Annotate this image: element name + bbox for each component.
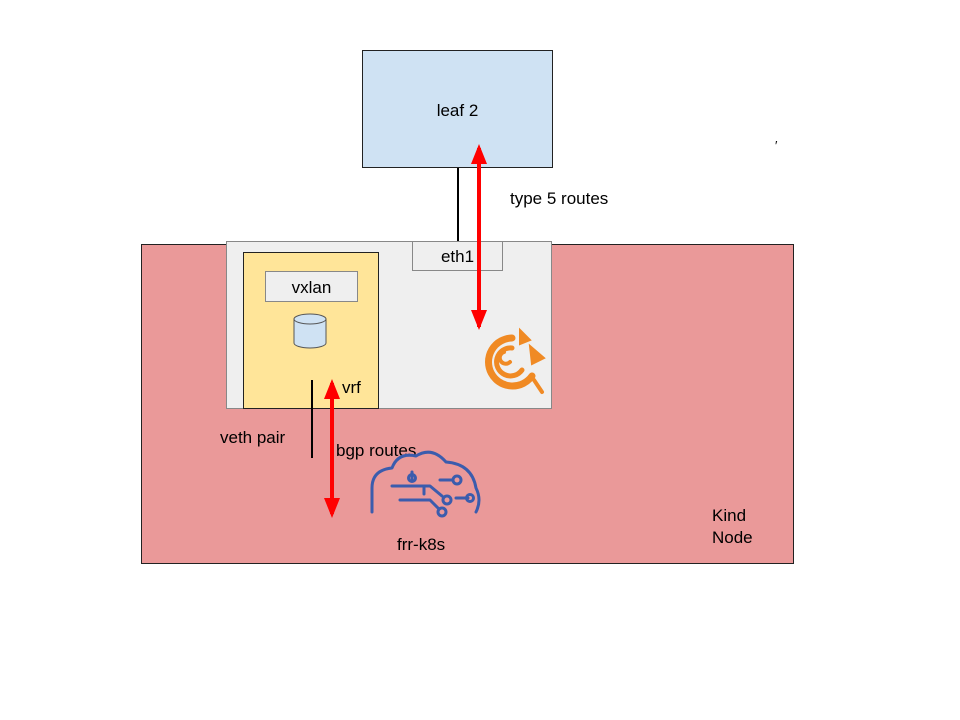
kind-node-label-line1: Kind: [712, 506, 747, 525]
type-5-arrowhead-bottom: [471, 310, 487, 330]
leaf-2-box: leaf 2: [362, 50, 553, 168]
bgp-routes-label: bgp routes: [336, 441, 417, 460]
vxlan-interface: vxlan: [265, 271, 358, 302]
stray-mark: ′: [775, 138, 778, 153]
leaf-2-label: leaf 2: [436, 101, 479, 120]
vrf-label: vrf: [342, 378, 361, 397]
bgp-arrowhead-bottom: [324, 498, 340, 518]
kind-node-label-line2: Node: [712, 528, 753, 547]
bgp-arrowhead-top: [324, 379, 340, 399]
frr-k8s-cloud-logo-icon: [370, 450, 481, 518]
eth1-interface: eth1: [412, 241, 503, 271]
frr-k8s-label: frr-k8s: [397, 535, 446, 554]
veth-pair-label: veth pair: [220, 428, 286, 447]
frr-bird-logo-icon: [485, 327, 546, 394]
database-icon: [293, 313, 327, 349]
type-5-routes-label: type 5 routes: [510, 189, 609, 208]
type-5-arrowhead-top: [471, 144, 487, 164]
